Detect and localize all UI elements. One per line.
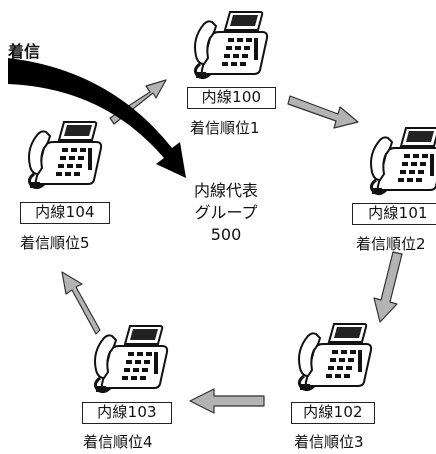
phone-icon-101 bbox=[369, 126, 436, 196]
phone-icon-104 bbox=[27, 120, 103, 190]
phone-icon-100 bbox=[193, 10, 269, 80]
order-label-2: 着信順位2 bbox=[356, 235, 426, 253]
extension-box-102: 内線102 bbox=[291, 402, 375, 424]
arrow-100-to-101-icon bbox=[287, 95, 359, 129]
group-number: 500 bbox=[210, 225, 242, 244]
order-label-1: 着信順位1 bbox=[190, 119, 260, 137]
arrow-103-to-104-icon bbox=[61, 271, 101, 335]
extension-box-100: 内線100 bbox=[187, 87, 276, 109]
group-title-line1: 内線代表 bbox=[193, 181, 258, 200]
extension-box-103: 内線103 bbox=[82, 402, 172, 424]
order-label-3: 着信順位3 bbox=[294, 433, 364, 451]
arrow-102-to-103-icon bbox=[189, 388, 265, 414]
incoming-label: 着信 bbox=[8, 42, 41, 61]
order-label-4: 着信順位4 bbox=[83, 433, 153, 451]
extension-box-101: 内線101 bbox=[352, 203, 436, 225]
phone-icon-103 bbox=[93, 324, 169, 394]
phone-icon-102 bbox=[297, 322, 373, 392]
group-title-line2: グループ bbox=[194, 203, 258, 222]
group-label: 内線代表 グループ 500 bbox=[186, 180, 266, 246]
order-label-5: 着信順位5 bbox=[20, 234, 90, 252]
incoming-arrow-icon bbox=[8, 58, 186, 178]
extension-box-104: 内線104 bbox=[20, 202, 110, 224]
arrow-101-to-102-icon bbox=[373, 251, 403, 323]
